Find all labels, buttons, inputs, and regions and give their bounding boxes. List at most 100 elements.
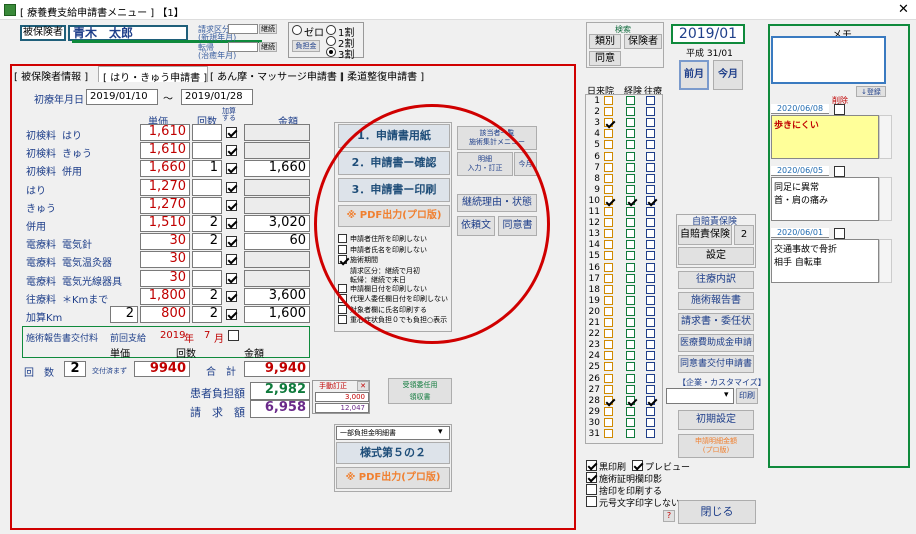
memo-register-button[interactable]: ↓登録 xyxy=(856,86,886,97)
close-button[interactable]: 閉じる xyxy=(678,500,756,524)
memo-delete-checkbox[interactable] xyxy=(834,166,845,177)
visit-checkbox[interactable] xyxy=(604,251,613,261)
subsidy-button[interactable]: 医療費助成金申請 xyxy=(678,334,754,352)
fee-add-checkbox[interactable] xyxy=(226,272,237,284)
tab-anma[interactable]: [ あん摩・マッサージ申請書 ] xyxy=(210,72,344,83)
type-button[interactable]: 類別 xyxy=(589,34,621,49)
bill-checkbox[interactable] xyxy=(626,306,635,316)
travel-checkbox[interactable] xyxy=(646,151,655,161)
fee-price[interactable]: 1,510 xyxy=(140,215,190,232)
travel-checkbox[interactable] xyxy=(646,329,655,339)
memo-entry[interactable]: 同足に異常 首・肩の痛み xyxy=(771,177,879,221)
bill-checkbox[interactable] xyxy=(626,395,635,405)
visit-checkbox[interactable] xyxy=(604,96,613,105)
receipt-button[interactable]: 受領委任用 領収書 xyxy=(388,378,452,404)
fee-price[interactable]: 1,270 xyxy=(140,196,190,214)
bill-checkbox[interactable] xyxy=(626,162,635,172)
bill-checkbox[interactable] xyxy=(626,262,635,272)
fee-count[interactable]: 2 xyxy=(192,215,222,232)
fee-count[interactable] xyxy=(192,124,222,141)
fee-count[interactable] xyxy=(192,251,222,269)
travel-checkbox[interactable] xyxy=(646,173,655,183)
visit-checkbox[interactable] xyxy=(604,306,613,316)
pdf-output-2-button[interactable]: ※ PDF出力(プロ版) xyxy=(336,467,450,489)
memo-input[interactable] xyxy=(771,36,886,84)
travel-checkbox[interactable] xyxy=(646,184,655,194)
custom-dropdown[interactable] xyxy=(666,388,734,404)
bill-checkbox[interactable] xyxy=(626,240,635,250)
ratio-zero-radio[interactable] xyxy=(292,25,302,35)
travel-checkbox[interactable] xyxy=(646,384,655,394)
visit-checkbox[interactable] xyxy=(604,406,613,416)
bill-checkbox[interactable] xyxy=(626,96,635,105)
travel-checkbox[interactable] xyxy=(646,362,655,372)
memo-scrollbar[interactable] xyxy=(879,115,892,159)
billing-continue-button[interactable]: 継続 xyxy=(259,24,277,34)
bill-checkbox[interactable] xyxy=(626,417,635,427)
visit-checkbox[interactable] xyxy=(604,340,613,350)
fee-add-checkbox[interactable] xyxy=(226,309,237,320)
travel-detail-button[interactable]: 往療内訳 xyxy=(678,271,754,289)
current-month-button[interactable]: 今月 xyxy=(713,60,743,90)
init-setting-button[interactable]: 初期設定 xyxy=(678,410,754,430)
black-print-checkbox[interactable] xyxy=(586,460,597,471)
travel-checkbox[interactable] xyxy=(646,373,655,383)
fee-count[interactable] xyxy=(192,196,222,214)
seal-checkbox[interactable] xyxy=(586,472,597,483)
bill-checkbox[interactable] xyxy=(626,318,635,327)
manual-close-button[interactable]: ✕ xyxy=(357,381,369,391)
tab-insured-info[interactable]: [ 被保険者情報 ] xyxy=(14,72,89,83)
travel-checkbox[interactable] xyxy=(646,96,655,105)
travel-checkbox[interactable] xyxy=(646,240,655,250)
bill-checkbox[interactable] xyxy=(626,429,635,438)
print-option-checkbox[interactable] xyxy=(338,304,347,314)
visit-checkbox[interactable] xyxy=(604,229,613,239)
travel-checkbox[interactable] xyxy=(646,118,655,128)
bill-checkbox[interactable] xyxy=(626,251,635,261)
auto-insurance-button[interactable]: 自賠責保険 xyxy=(678,225,732,245)
visit-checkbox[interactable] xyxy=(604,184,613,194)
bill-checkbox[interactable] xyxy=(626,273,635,283)
detail-dropdown[interactable]: 一部負担金明細書 xyxy=(336,426,450,440)
bill-checkbox[interactable] xyxy=(626,384,635,394)
visit-checkbox[interactable] xyxy=(604,262,613,272)
visit-checkbox[interactable] xyxy=(604,329,613,339)
memo-scrollbar[interactable] xyxy=(879,239,892,283)
insured-name[interactable]: 青木 太郎 xyxy=(68,25,188,41)
fee-count[interactable]: 2 xyxy=(192,287,222,305)
travel-checkbox[interactable] xyxy=(646,395,655,405)
visit-checkbox[interactable] xyxy=(604,351,613,361)
first-date-field[interactable]: 2019/01/10 xyxy=(86,89,158,105)
fee-price[interactable]: 30 xyxy=(140,233,190,251)
fee-add-checkbox[interactable] xyxy=(226,199,237,211)
travel-checkbox[interactable] xyxy=(646,195,655,205)
visit-checkbox[interactable] xyxy=(604,417,613,427)
travel-checkbox[interactable] xyxy=(646,295,655,305)
travel-checkbox[interactable] xyxy=(646,218,655,228)
fee-add-checkbox[interactable] xyxy=(226,218,237,229)
bill-checkbox[interactable] xyxy=(626,373,635,383)
bill-checkbox[interactable] xyxy=(626,207,635,216)
travel-checkbox[interactable] xyxy=(646,340,655,350)
bill-checkbox[interactable] xyxy=(626,229,635,239)
bill-checkbox[interactable] xyxy=(626,184,635,194)
custom-print-button[interactable]: 印刷 xyxy=(736,388,758,404)
travel-checkbox[interactable] xyxy=(646,207,655,216)
memo-scrollbar[interactable] xyxy=(879,177,892,221)
fee-price[interactable]: 30 xyxy=(140,269,190,287)
bill-checkbox[interactable] xyxy=(626,295,635,305)
visit-checkbox[interactable] xyxy=(604,362,613,372)
fee-add-checkbox[interactable] xyxy=(226,254,237,266)
visit-checkbox[interactable] xyxy=(604,429,613,438)
report-checkbox[interactable] xyxy=(228,330,239,341)
bill-checkbox[interactable] xyxy=(626,195,635,205)
bill-checkbox[interactable] xyxy=(626,329,635,339)
visit-checkbox[interactable] xyxy=(604,195,613,205)
travel-checkbox[interactable] xyxy=(646,140,655,150)
end-date-field[interactable]: 2019/01/28 xyxy=(181,89,253,105)
visit-checkbox[interactable] xyxy=(604,373,613,383)
visit-checkbox[interactable] xyxy=(604,129,613,139)
bill-checkbox[interactable] xyxy=(626,284,635,294)
visit-checkbox[interactable] xyxy=(604,384,613,394)
era-checkbox[interactable] xyxy=(586,496,597,507)
